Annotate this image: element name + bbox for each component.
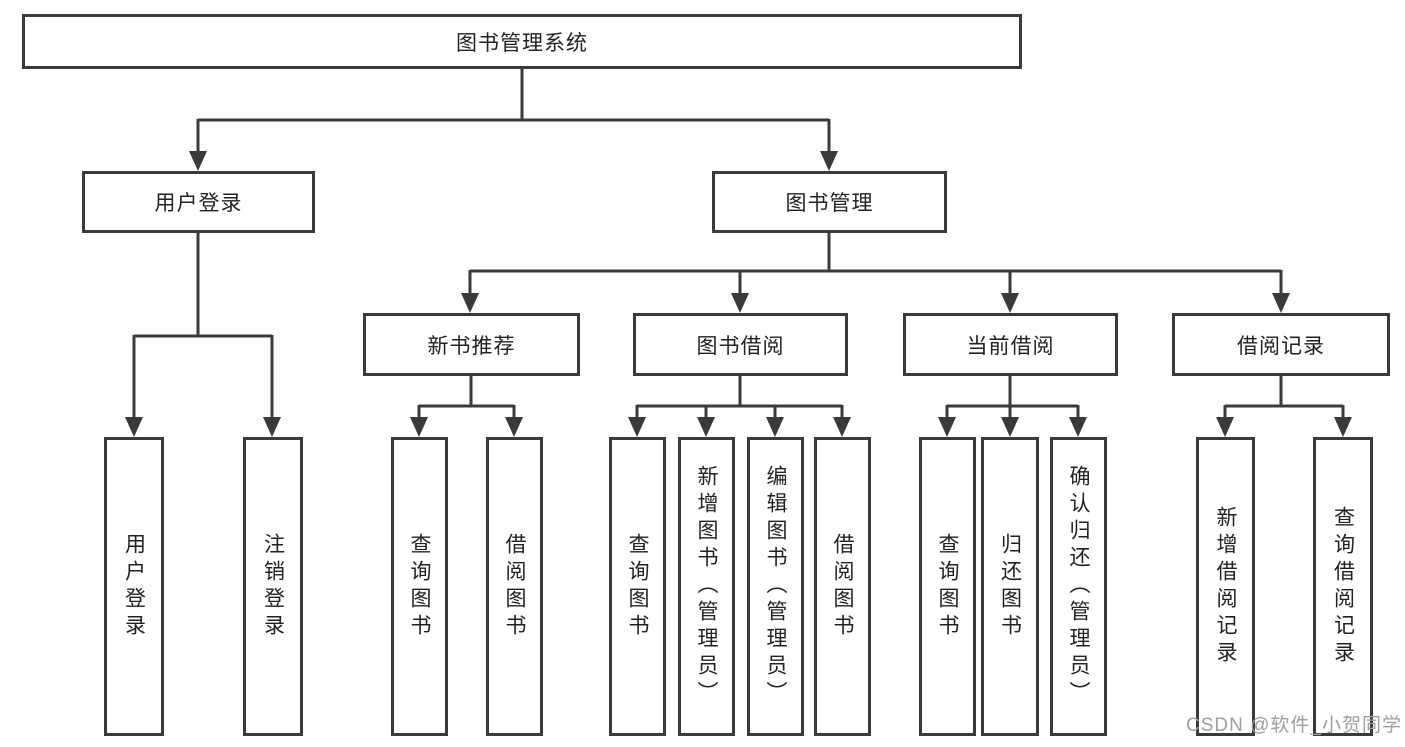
leaf-current-confirm-return-admin: 确认归还（管理员） [1050, 437, 1107, 736]
leaf-record-add-borrow-record: 新增借阅记录 [1196, 437, 1255, 736]
node-new-book-recommend: 新书推荐 [363, 313, 580, 376]
node-current-borrow: 当前借阅 [903, 313, 1118, 376]
leaf-newrec-borrow-book: 借阅图书 [486, 437, 543, 736]
leaf-user-login: 用户登录 [104, 437, 164, 736]
node-user-login: 用户登录 [82, 171, 315, 233]
leaf-borrow-borrow-book: 借阅图书 [814, 437, 871, 736]
leaf-newrec-query-book: 查询图书 [391, 437, 448, 736]
leaf-borrow-edit-book-admin: 编辑图书（管理员） [747, 437, 804, 736]
node-book-borrow: 图书借阅 [633, 313, 848, 376]
leaf-borrow-add-book-admin: 新增图书（管理员） [678, 437, 735, 736]
leaf-logout-login: 注销登录 [243, 437, 303, 736]
leaf-record-query-borrow-record: 查询借阅记录 [1313, 437, 1373, 736]
csdn-watermark: CSDN @软件_小贺同学 [1186, 715, 1402, 736]
node-borrow-record: 借阅记录 [1172, 313, 1390, 376]
leaf-current-query-book: 查询图书 [919, 437, 976, 736]
node-library-management-system: 图书管理系统 [22, 14, 1022, 69]
leaf-current-return-book: 归还图书 [981, 437, 1039, 736]
leaf-borrow-query-book: 查询图书 [609, 437, 666, 736]
node-book-management: 图书管理 [712, 171, 947, 233]
